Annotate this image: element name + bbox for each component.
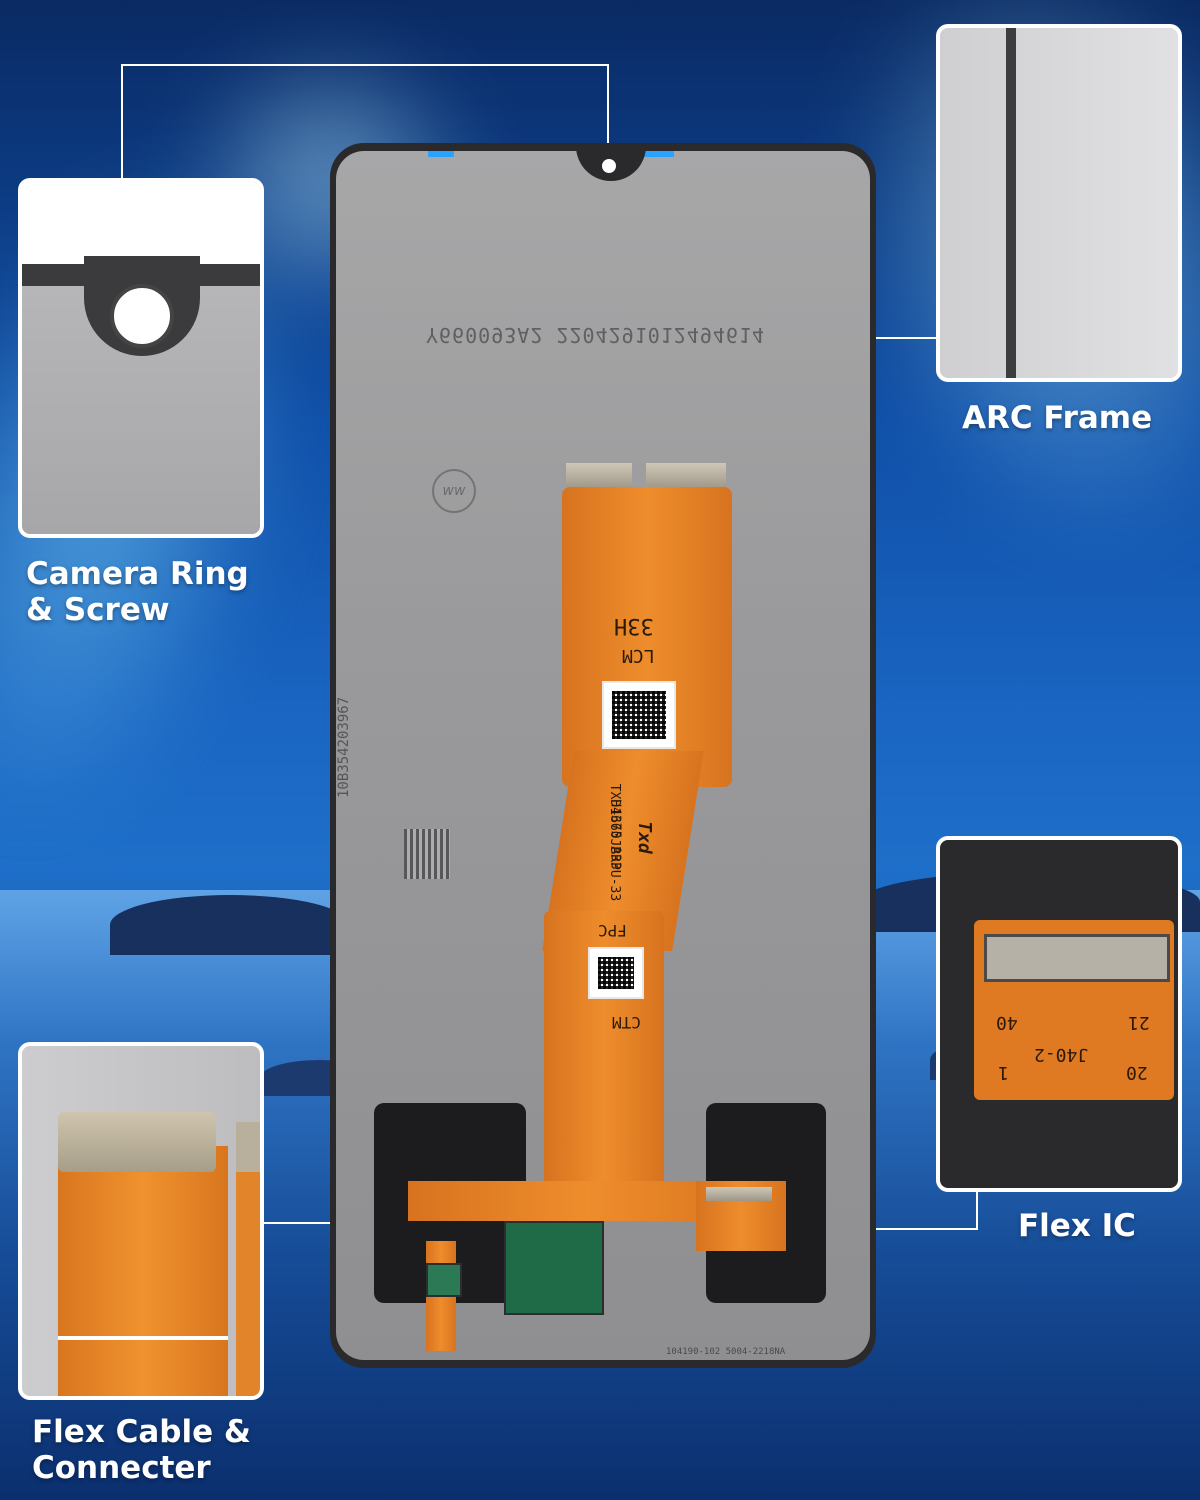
arc-frame-bar — [1006, 28, 1016, 378]
flex-brand: Txd — [633, 821, 655, 854]
driver-ic-chip — [504, 1221, 604, 1315]
phone-lcd-assembly: Y660093A2 2204291012494614 ww B0660A033B… — [330, 143, 876, 1368]
flex-qr-code-lower — [588, 947, 644, 999]
ic-pin-21: 21 — [1128, 1012, 1150, 1033]
lcd-back-panel: Y660093A2 2204291012494614 ww B0660A033B… — [336, 151, 870, 1360]
camera-ring-detail-panel — [18, 178, 264, 538]
ww-stamp: ww — [432, 469, 476, 513]
flex-label-lcm: LCM — [622, 645, 655, 666]
ic-pin-20: 20 — [1126, 1062, 1148, 1083]
bottom-code-text: 104190-102 5004-2218NA — [666, 1347, 786, 1357]
small-component-chip — [426, 1263, 462, 1297]
flex-gold-contact-left — [566, 463, 632, 489]
ic-connector-body — [706, 1187, 772, 1201]
arc-frame-detail-panel — [936, 24, 1182, 382]
flex-ic-detail-panel: 40 21 J40-2 1 20 — [936, 836, 1182, 1192]
flex-ic-connector — [984, 934, 1170, 982]
camera-hole — [602, 159, 616, 173]
island-left — [110, 895, 350, 955]
blue-tape-right — [644, 151, 674, 157]
side-qr-code — [404, 829, 450, 879]
blue-tape-left — [428, 151, 454, 157]
flex-ctm-logo: CTM — [612, 1013, 641, 1032]
serial-number-top: Y660093A2 2204291012494614 — [426, 323, 766, 347]
ic-pin-40: 40 — [996, 1012, 1018, 1033]
camera-ring-label: Camera Ring & Screw — [26, 556, 249, 628]
flex-cable-label: Flex Cable & Connecter — [32, 1414, 251, 1486]
connector-line-camera — [121, 64, 609, 182]
camera-ring-icon — [110, 284, 174, 348]
flex-cable-strip — [58, 1146, 228, 1396]
flex-cable-contact-secondary — [236, 1122, 260, 1172]
camera-panel-white — [22, 182, 260, 264]
arc-frame-label: ARC Frame — [962, 400, 1153, 436]
flex-qr-code-upper — [602, 681, 676, 749]
flex-gold-contact-right — [646, 463, 726, 489]
ic-pin-1: 1 — [998, 1062, 1009, 1083]
flex-model: H4375 A33 — [607, 799, 623, 870]
ic-j-label: J40-2 — [1034, 1044, 1089, 1065]
flex-label-33h: 33H — [614, 613, 654, 638]
flex-cable-strip-secondary — [236, 1146, 260, 1396]
flex-fpc-label: FPC — [598, 921, 627, 940]
serial-number-side: B0660A033B9239 10B354203967 — [336, 696, 353, 799]
flex-cable-marker-line — [58, 1336, 228, 1340]
flex-ic-label: Flex IC — [1018, 1208, 1136, 1244]
flex-cable-detail-panel — [18, 1042, 264, 1400]
flex-cable-contact — [58, 1112, 216, 1172]
